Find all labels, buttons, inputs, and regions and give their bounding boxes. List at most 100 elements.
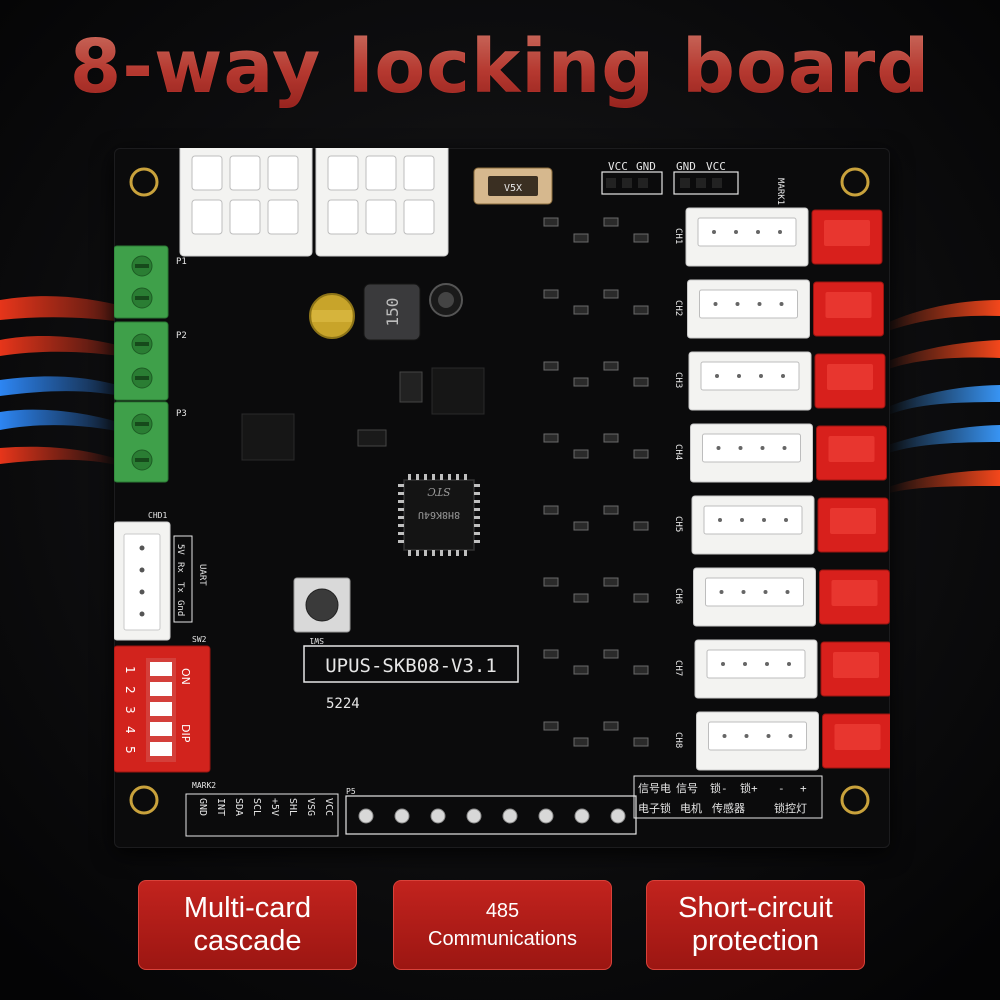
legend-lock-minus: 锁-: [710, 781, 728, 795]
legend-plus: +: [800, 782, 807, 795]
channel-row: CH4: [543, 423, 887, 483]
smd-component: [603, 721, 619, 731]
smd-component: [603, 649, 619, 659]
terminal-label-p2: P2: [176, 331, 187, 341]
badge-line: Multi-card: [183, 892, 312, 924]
badge-line: Short-circuit: [678, 892, 833, 924]
bus-header-pins: [358, 808, 626, 824]
pin-label-gnd-2: GND: [676, 160, 696, 173]
badge-line: 485: [485, 900, 520, 922]
dip-number-1: 1: [123, 666, 137, 674]
small-capacitor: [429, 283, 463, 317]
channel-row: CH5: [543, 495, 889, 555]
bus-pin-sda: SDA: [233, 798, 244, 816]
dip-on-label: ON: [179, 668, 192, 685]
diode: [357, 429, 387, 447]
smd-component: [543, 649, 559, 659]
ic-chip: [241, 413, 295, 461]
channel-label: CH7: [673, 660, 683, 676]
channel-row: CH6: [543, 567, 890, 627]
smd-component: [573, 233, 589, 243]
legend-electronic-lock: 电子锁: [638, 801, 671, 815]
dip-header-label: SW2: [192, 635, 207, 644]
channel-label: CH3: [673, 372, 683, 388]
mounting-hole: [840, 167, 870, 197]
feature-badge-485: 485 Communications: [393, 880, 612, 970]
smd-component: [633, 305, 649, 315]
badge-line: cascade: [193, 925, 302, 957]
smd-component: [543, 577, 559, 587]
uart-title: UART: [197, 564, 207, 586]
channel-row: CH8: [543, 711, 893, 771]
smd-component: [573, 521, 589, 531]
badge-line: Communications: [428, 928, 577, 950]
smd-component: [633, 521, 649, 531]
model-label: UPUS-SKB08-V3.1: [325, 655, 497, 677]
mark2-label: MARK2: [192, 781, 216, 790]
smd-component: [603, 289, 619, 299]
uart-pin-tx: Tx: [175, 582, 185, 593]
smd-component: [633, 233, 649, 243]
legend-lock-lamp: 锁控灯: [774, 801, 807, 815]
channel-label: CH5: [673, 516, 683, 532]
bus-pin-int: INT: [215, 798, 226, 816]
uart-pin-rx: Rx: [175, 562, 185, 573]
channel-row: CH1: [543, 207, 883, 267]
microcontroller: 8H8K64U STC: [398, 474, 480, 556]
chd1-label: CHD1: [148, 511, 167, 520]
mcu-part: 8H8K64U: [418, 509, 460, 520]
bus-pin-gnd: GND: [197, 798, 208, 816]
diode: [399, 371, 423, 403]
legend-signal: 信号: [676, 782, 698, 795]
legend-lock-plus: 锁+: [740, 781, 758, 795]
bus-header-label: P5: [346, 787, 356, 796]
smd-component: [543, 721, 559, 731]
legend-motor: 电机: [680, 801, 702, 815]
power-connector-right: [315, 137, 449, 257]
reset-button: SW1: [293, 577, 351, 645]
smd-component: [573, 305, 589, 315]
page-title: 8-way locking board: [0, 22, 1000, 112]
bus-pin-scl: SCL: [251, 798, 262, 816]
bus-pin-shl: SHL: [287, 798, 298, 816]
pin-label-vcc-2: VCC: [706, 160, 726, 173]
bus-pin-5v: +5V: [269, 798, 280, 816]
terminal-blocks: [113, 245, 169, 483]
mark1-label: MARK1: [775, 178, 785, 205]
smd-component: [603, 577, 619, 587]
dip-number-4: 4: [123, 726, 137, 734]
sw1-label: SW1: [309, 636, 324, 645]
uart-pin-5v: 5V: [175, 544, 185, 555]
channel-label: CH8: [673, 732, 683, 748]
smd-component: [603, 217, 619, 227]
channel-label: CH6: [673, 588, 683, 604]
inductor-value: 150: [383, 298, 402, 327]
channel-row: CH3: [543, 351, 886, 411]
bus-pin-vcc: VCC: [323, 798, 334, 816]
mounting-hole: [129, 167, 159, 197]
smd-component: [633, 449, 649, 459]
bus-pin-vsg: VSG: [305, 798, 316, 816]
smd-component: [633, 377, 649, 387]
smd-component: [543, 433, 559, 443]
channel-label: CH1: [673, 228, 683, 244]
batch-code: 5224: [326, 696, 360, 712]
smd-component: [543, 361, 559, 371]
smd-component: [543, 505, 559, 515]
dip-number-2: 2: [123, 686, 137, 694]
legend-signal-power: 信号电: [638, 782, 671, 795]
model-label-box: [303, 645, 519, 683]
legend-box: [633, 775, 823, 819]
smd-component: [573, 737, 589, 747]
channel-row: CH2: [543, 279, 884, 339]
channel-row: CH7: [543, 639, 892, 699]
feature-badge-cascade: Multi-card cascade: [138, 880, 357, 970]
dip-switch: [113, 645, 211, 773]
smd-component: [543, 289, 559, 299]
smd-component: [633, 593, 649, 603]
mcu-brand: STC: [427, 485, 451, 498]
smd-component: [573, 593, 589, 603]
fuse: V5X: [473, 167, 553, 205]
smd-component: [573, 665, 589, 675]
legend-minus: -: [778, 782, 785, 795]
